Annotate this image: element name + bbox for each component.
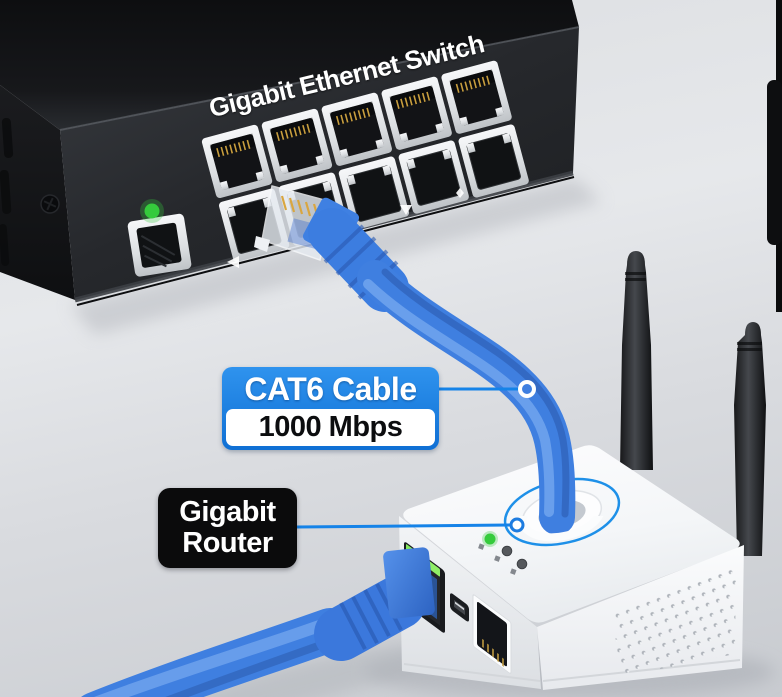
connector-latch bbox=[254, 236, 270, 252]
router-antenna-left bbox=[620, 251, 653, 470]
cable-callout-speed: 1000 Mbps bbox=[226, 409, 435, 446]
cable-callout-title: CAT6 Cable bbox=[244, 371, 417, 407]
power-led bbox=[144, 203, 160, 219]
router-led-off bbox=[516, 558, 528, 570]
router-callout-line2: Router bbox=[182, 527, 273, 559]
led-label-icon bbox=[494, 555, 501, 562]
router-led-green bbox=[484, 533, 496, 545]
router-callout-dot bbox=[509, 517, 525, 533]
uplink-port bbox=[127, 213, 192, 277]
router-led-off bbox=[501, 545, 513, 557]
switch-edge-highlight bbox=[59, 26, 580, 131]
router-lan-port-2 bbox=[472, 594, 512, 674]
vent-slots bbox=[0, 117, 14, 266]
cat6-cable bbox=[357, 260, 606, 542]
router-callout-line bbox=[296, 523, 511, 529]
router-callout-badge: Gigabit Router bbox=[158, 488, 297, 568]
port-marker-icons bbox=[227, 188, 464, 268]
screw-icon bbox=[40, 194, 60, 214]
diamond-icon bbox=[456, 188, 464, 198]
router-usb-port bbox=[450, 593, 469, 622]
switch-top-face bbox=[0, 0, 579, 130]
cable-callout-dot bbox=[518, 380, 536, 398]
led-label-icon bbox=[510, 568, 517, 575]
router-antenna-right bbox=[734, 322, 766, 556]
switch-left-face bbox=[0, 85, 75, 300]
cable-callout-badge: CAT6 Cable 1000 Mbps bbox=[222, 367, 439, 450]
cropped-edge-object bbox=[767, 0, 782, 312]
left-arrow-icon bbox=[227, 256, 239, 268]
cat6-cable-2 bbox=[81, 547, 435, 697]
callout-connectors bbox=[296, 380, 536, 533]
router-callout-line1: Gigabit bbox=[179, 495, 276, 528]
port-led-green bbox=[428, 560, 440, 577]
router-leds bbox=[478, 531, 528, 575]
down-arrow-icon bbox=[400, 205, 412, 215]
router-vents bbox=[612, 561, 736, 677]
led-label-icon bbox=[478, 543, 485, 550]
rj45-plug-blue bbox=[383, 547, 435, 619]
